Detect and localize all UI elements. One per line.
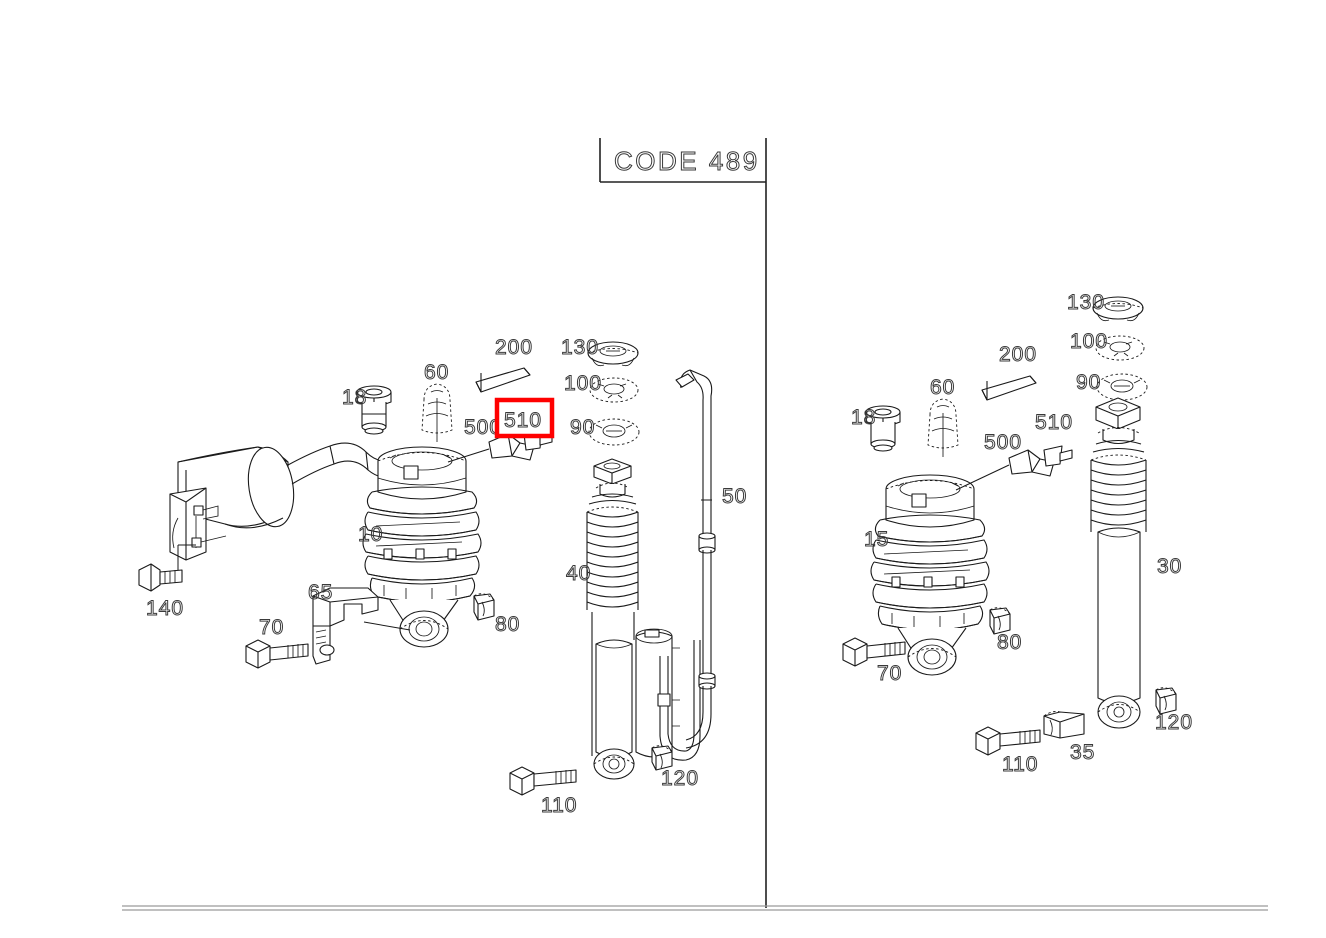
callout-140: 140 — [146, 597, 184, 620]
left-assembly: 18 60 200 130 100 90 500 10 140 65 70 80… — [138, 336, 747, 818]
part-120-bushing — [651, 745, 673, 771]
lead-500 — [447, 448, 490, 463]
r-callout-510: 510 — [1035, 411, 1073, 434]
callout-200: 200 — [495, 336, 533, 359]
r-callout-18: 18 — [851, 406, 876, 429]
callout-40: 40 — [566, 562, 591, 585]
r-part-80-bushing — [989, 607, 1011, 635]
code-box: CODE 489 — [599, 138, 766, 183]
r-part-100-washer — [1095, 335, 1145, 361]
r-part-510-valve-cap — [1043, 445, 1073, 467]
part-10-air-spring — [362, 446, 490, 648]
r-callout-35: 35 — [1070, 741, 1095, 764]
part-100-washer — [589, 377, 639, 403]
callout-18: 18 — [342, 386, 367, 409]
r-part-90-washer — [1096, 373, 1148, 401]
r-part-30-shock-absorber — [1090, 397, 1147, 729]
r-part-200-wedge — [981, 375, 1037, 401]
r-part-60-bump-stop — [927, 398, 959, 457]
r-callout-80: 80 — [997, 631, 1022, 654]
r-part-500-air-fitting — [1008, 449, 1055, 477]
part-90-washer — [588, 418, 640, 446]
r-part-70-bolt — [842, 637, 906, 667]
r-callout-60: 60 — [930, 376, 955, 399]
r-part-130-disc — [1092, 296, 1144, 322]
r-lead-500 — [955, 464, 1010, 491]
part-40-shock-absorber — [586, 458, 701, 780]
r-callout-120: 120 — [1155, 711, 1193, 734]
r-callout-110: 110 — [1002, 753, 1038, 776]
r-callout-100: 100 — [1070, 330, 1108, 353]
r-callout-30: 30 — [1157, 555, 1182, 578]
r-part-18-connector-nut — [865, 405, 901, 452]
callout-70: 70 — [259, 616, 284, 639]
lead-65 — [363, 621, 411, 631]
part-70-bolt — [245, 639, 309, 669]
r-part-35-spacer — [1043, 711, 1085, 739]
part-200-wedge — [475, 367, 531, 393]
part-130-disc — [587, 341, 639, 367]
r-callout-130: 130 — [1067, 291, 1105, 314]
r-part-110-bolt — [975, 726, 1041, 756]
callout-10: 10 — [358, 523, 383, 546]
highlight-box — [494, 397, 555, 439]
callout-510-highlighted: 510 — [504, 409, 542, 432]
callout-60: 60 — [424, 361, 449, 384]
part-60-bump-stop — [421, 383, 453, 442]
part-110-bolt — [509, 766, 577, 796]
sheet-frame — [122, 138, 1268, 911]
part-65-bracket — [312, 587, 411, 665]
r-callout-15: 15 — [864, 528, 889, 551]
part-50-air-hose — [675, 369, 716, 749]
part-80-bushing — [473, 593, 495, 621]
part-18-connector-nut — [356, 385, 392, 435]
highlight-510: 510 — [494, 397, 555, 439]
accumulator-reservoir — [169, 442, 395, 561]
r-callout-500: 500 — [984, 431, 1022, 454]
callout-65: 65 — [308, 581, 333, 604]
callout-120: 120 — [661, 767, 699, 790]
r-callout-70: 70 — [877, 662, 902, 685]
callout-110: 110 — [541, 794, 577, 817]
r-part-120-bushing — [1155, 687, 1177, 715]
r-callout-90: 90 — [1076, 371, 1101, 394]
callout-80: 80 — [495, 613, 520, 636]
part-140-bolt — [138, 544, 196, 592]
callout-100: 100 — [564, 372, 602, 395]
r-callout-200: 200 — [999, 343, 1037, 366]
callout-50: 50 — [722, 485, 747, 508]
callout-90: 90 — [570, 416, 595, 439]
code-box-label: CODE 489 — [614, 146, 760, 176]
r-part-15-air-spring — [870, 464, 1010, 676]
callout-130: 130 — [561, 336, 599, 359]
right-assembly: 130 100 90 200 60 18 500 510 15 30 70 80… — [842, 291, 1193, 777]
